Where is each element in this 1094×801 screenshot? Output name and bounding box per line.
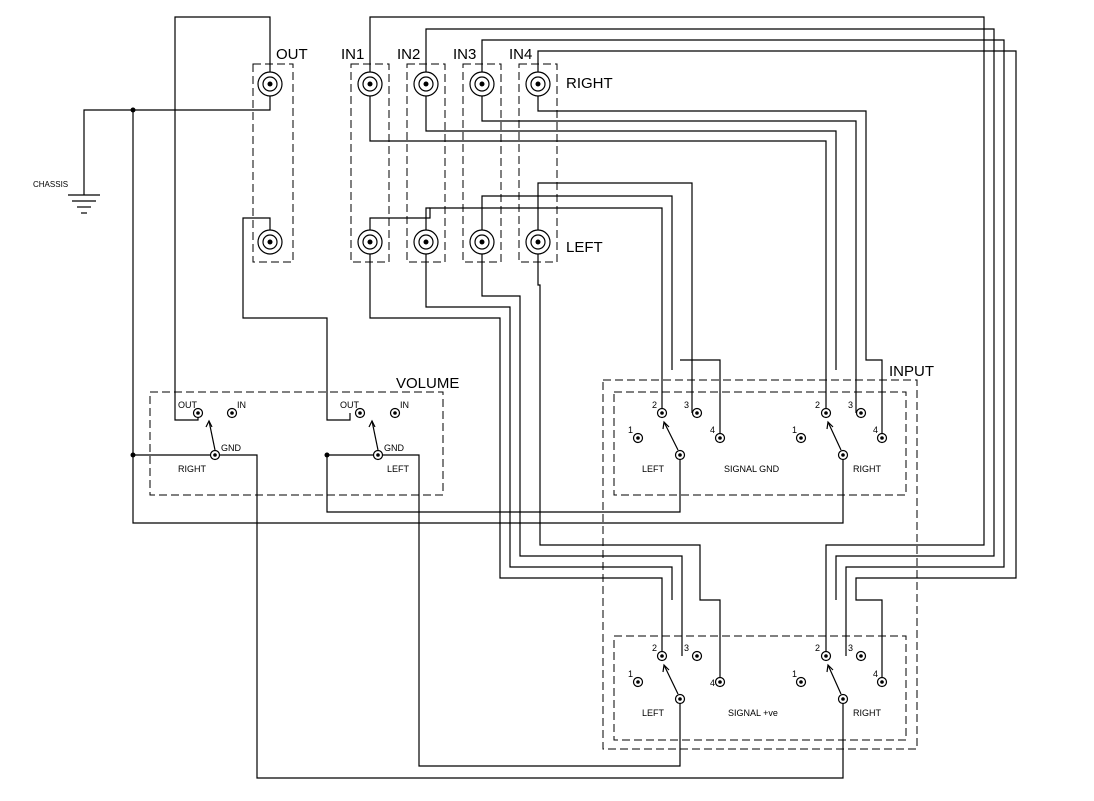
pos-deck-right-switch: 1 2 3 4 RIGHT bbox=[792, 643, 888, 718]
volume-left-pot: OUT IN GND LEFT bbox=[340, 400, 410, 474]
in2-label: IN2 bbox=[397, 46, 420, 63]
out-jack-left bbox=[257, 229, 283, 255]
volume-right-out-label: OUT bbox=[178, 400, 198, 410]
volume-right-pot: OUT IN GND RIGHT bbox=[178, 400, 246, 474]
in1-jack-right bbox=[357, 71, 383, 97]
junction-dots bbox=[130, 107, 330, 458]
pos-left-name: LEFT bbox=[642, 708, 665, 718]
in1-jack-left bbox=[357, 229, 383, 255]
gnd-left-pos4: 4 bbox=[710, 425, 715, 435]
gnd-deck-left-switch: 1 2 3 4 LEFT bbox=[628, 400, 726, 474]
volume-right-name: RIGHT bbox=[178, 464, 207, 474]
out-jack-enclosure bbox=[252, 63, 294, 263]
gnd-right-name: RIGHT bbox=[853, 464, 882, 474]
gnd-right-pos4: 4 bbox=[873, 425, 878, 435]
input-selector: INPUT 1 2 3 4 LEFT bbox=[628, 363, 934, 718]
wire-chassis-ground bbox=[83, 84, 271, 195]
wiring bbox=[83, 16, 1017, 779]
pos-left-pos3: 3 bbox=[684, 643, 689, 653]
input-title: INPUT bbox=[889, 363, 934, 380]
gnd-deck: 1 2 3 4 LEFT 1 2 3 4 RIGHT SIGNAL GND bbox=[628, 400, 888, 474]
pos-right-pos2: 2 bbox=[815, 643, 820, 653]
volume-enclosure bbox=[149, 391, 444, 496]
in2-jack-right bbox=[413, 71, 439, 97]
pos-right-pos4: 4 bbox=[873, 669, 878, 679]
volume-right-gnd-label: GND bbox=[221, 443, 242, 453]
gnd-left-pos3: 3 bbox=[684, 400, 689, 410]
pos-right-name: RIGHT bbox=[853, 708, 882, 718]
pos-deck-enclosure bbox=[613, 635, 907, 741]
gnd-deck-caption: SIGNAL GND bbox=[724, 464, 780, 474]
gnd-left-name: LEFT bbox=[642, 464, 665, 474]
gnd-deck-right-switch: 1 2 3 4 RIGHT bbox=[792, 400, 888, 474]
pos-deck-caption: SIGNAL +ve bbox=[728, 708, 778, 718]
in4-label: IN4 bbox=[509, 46, 532, 63]
gnd-left-pos2: 2 bbox=[652, 400, 657, 410]
volume-section: VOLUME OUT IN GND RIGHT OUT IN GND LEFT bbox=[178, 375, 459, 474]
pos-left-pos1: 1 bbox=[628, 669, 633, 679]
pos-deck: 1 2 3 4 LEFT 1 2 3 4 RIGHT SIGNAL +ve bbox=[628, 643, 888, 718]
pos-right-pos1: 1 bbox=[792, 669, 797, 679]
gnd-right-pos1: 1 bbox=[792, 425, 797, 435]
pos-left-pos4: 4 bbox=[710, 678, 715, 688]
in3-label: IN3 bbox=[453, 46, 476, 63]
chassis-label: CHASSIS bbox=[33, 180, 68, 189]
out-jack-right bbox=[257, 71, 283, 97]
gnd-right-pos2: 2 bbox=[815, 400, 820, 410]
in4-jack-right bbox=[525, 71, 551, 97]
right-row-label: RIGHT bbox=[566, 75, 613, 92]
gnd-deck-enclosure bbox=[613, 391, 907, 496]
gnd-right-pos3: 3 bbox=[848, 400, 853, 410]
volume-right-in-label: IN bbox=[237, 400, 246, 410]
volume-left-gnd-label: GND bbox=[384, 443, 405, 453]
gnd-left-pos1: 1 bbox=[628, 425, 633, 435]
pos-left-pos2: 2 bbox=[652, 643, 657, 653]
rca-jacks bbox=[257, 71, 551, 255]
in1-label: IN1 bbox=[341, 46, 364, 63]
in2-jack-left bbox=[413, 229, 439, 255]
input-enclosure bbox=[602, 379, 918, 750]
chassis-ground-symbol: CHASSIS bbox=[33, 180, 100, 214]
volume-title: VOLUME bbox=[396, 375, 459, 392]
in3-jack-left bbox=[469, 229, 495, 255]
in4-jack-left bbox=[525, 229, 551, 255]
pos-right-pos3: 3 bbox=[848, 643, 853, 653]
out-label: OUT bbox=[276, 46, 308, 63]
jack-labels: OUT IN1 IN2 IN3 IN4 RIGHT LEFT bbox=[276, 46, 613, 256]
volume-left-name: LEFT bbox=[387, 464, 410, 474]
volume-left-in-label: IN bbox=[400, 400, 409, 410]
in3-jack-right bbox=[469, 71, 495, 97]
enclosures bbox=[149, 63, 918, 750]
volume-left-out-label: OUT bbox=[340, 400, 360, 410]
pos-deck-left-switch: 1 2 3 4 LEFT bbox=[628, 643, 726, 718]
left-row-label: LEFT bbox=[566, 239, 603, 256]
